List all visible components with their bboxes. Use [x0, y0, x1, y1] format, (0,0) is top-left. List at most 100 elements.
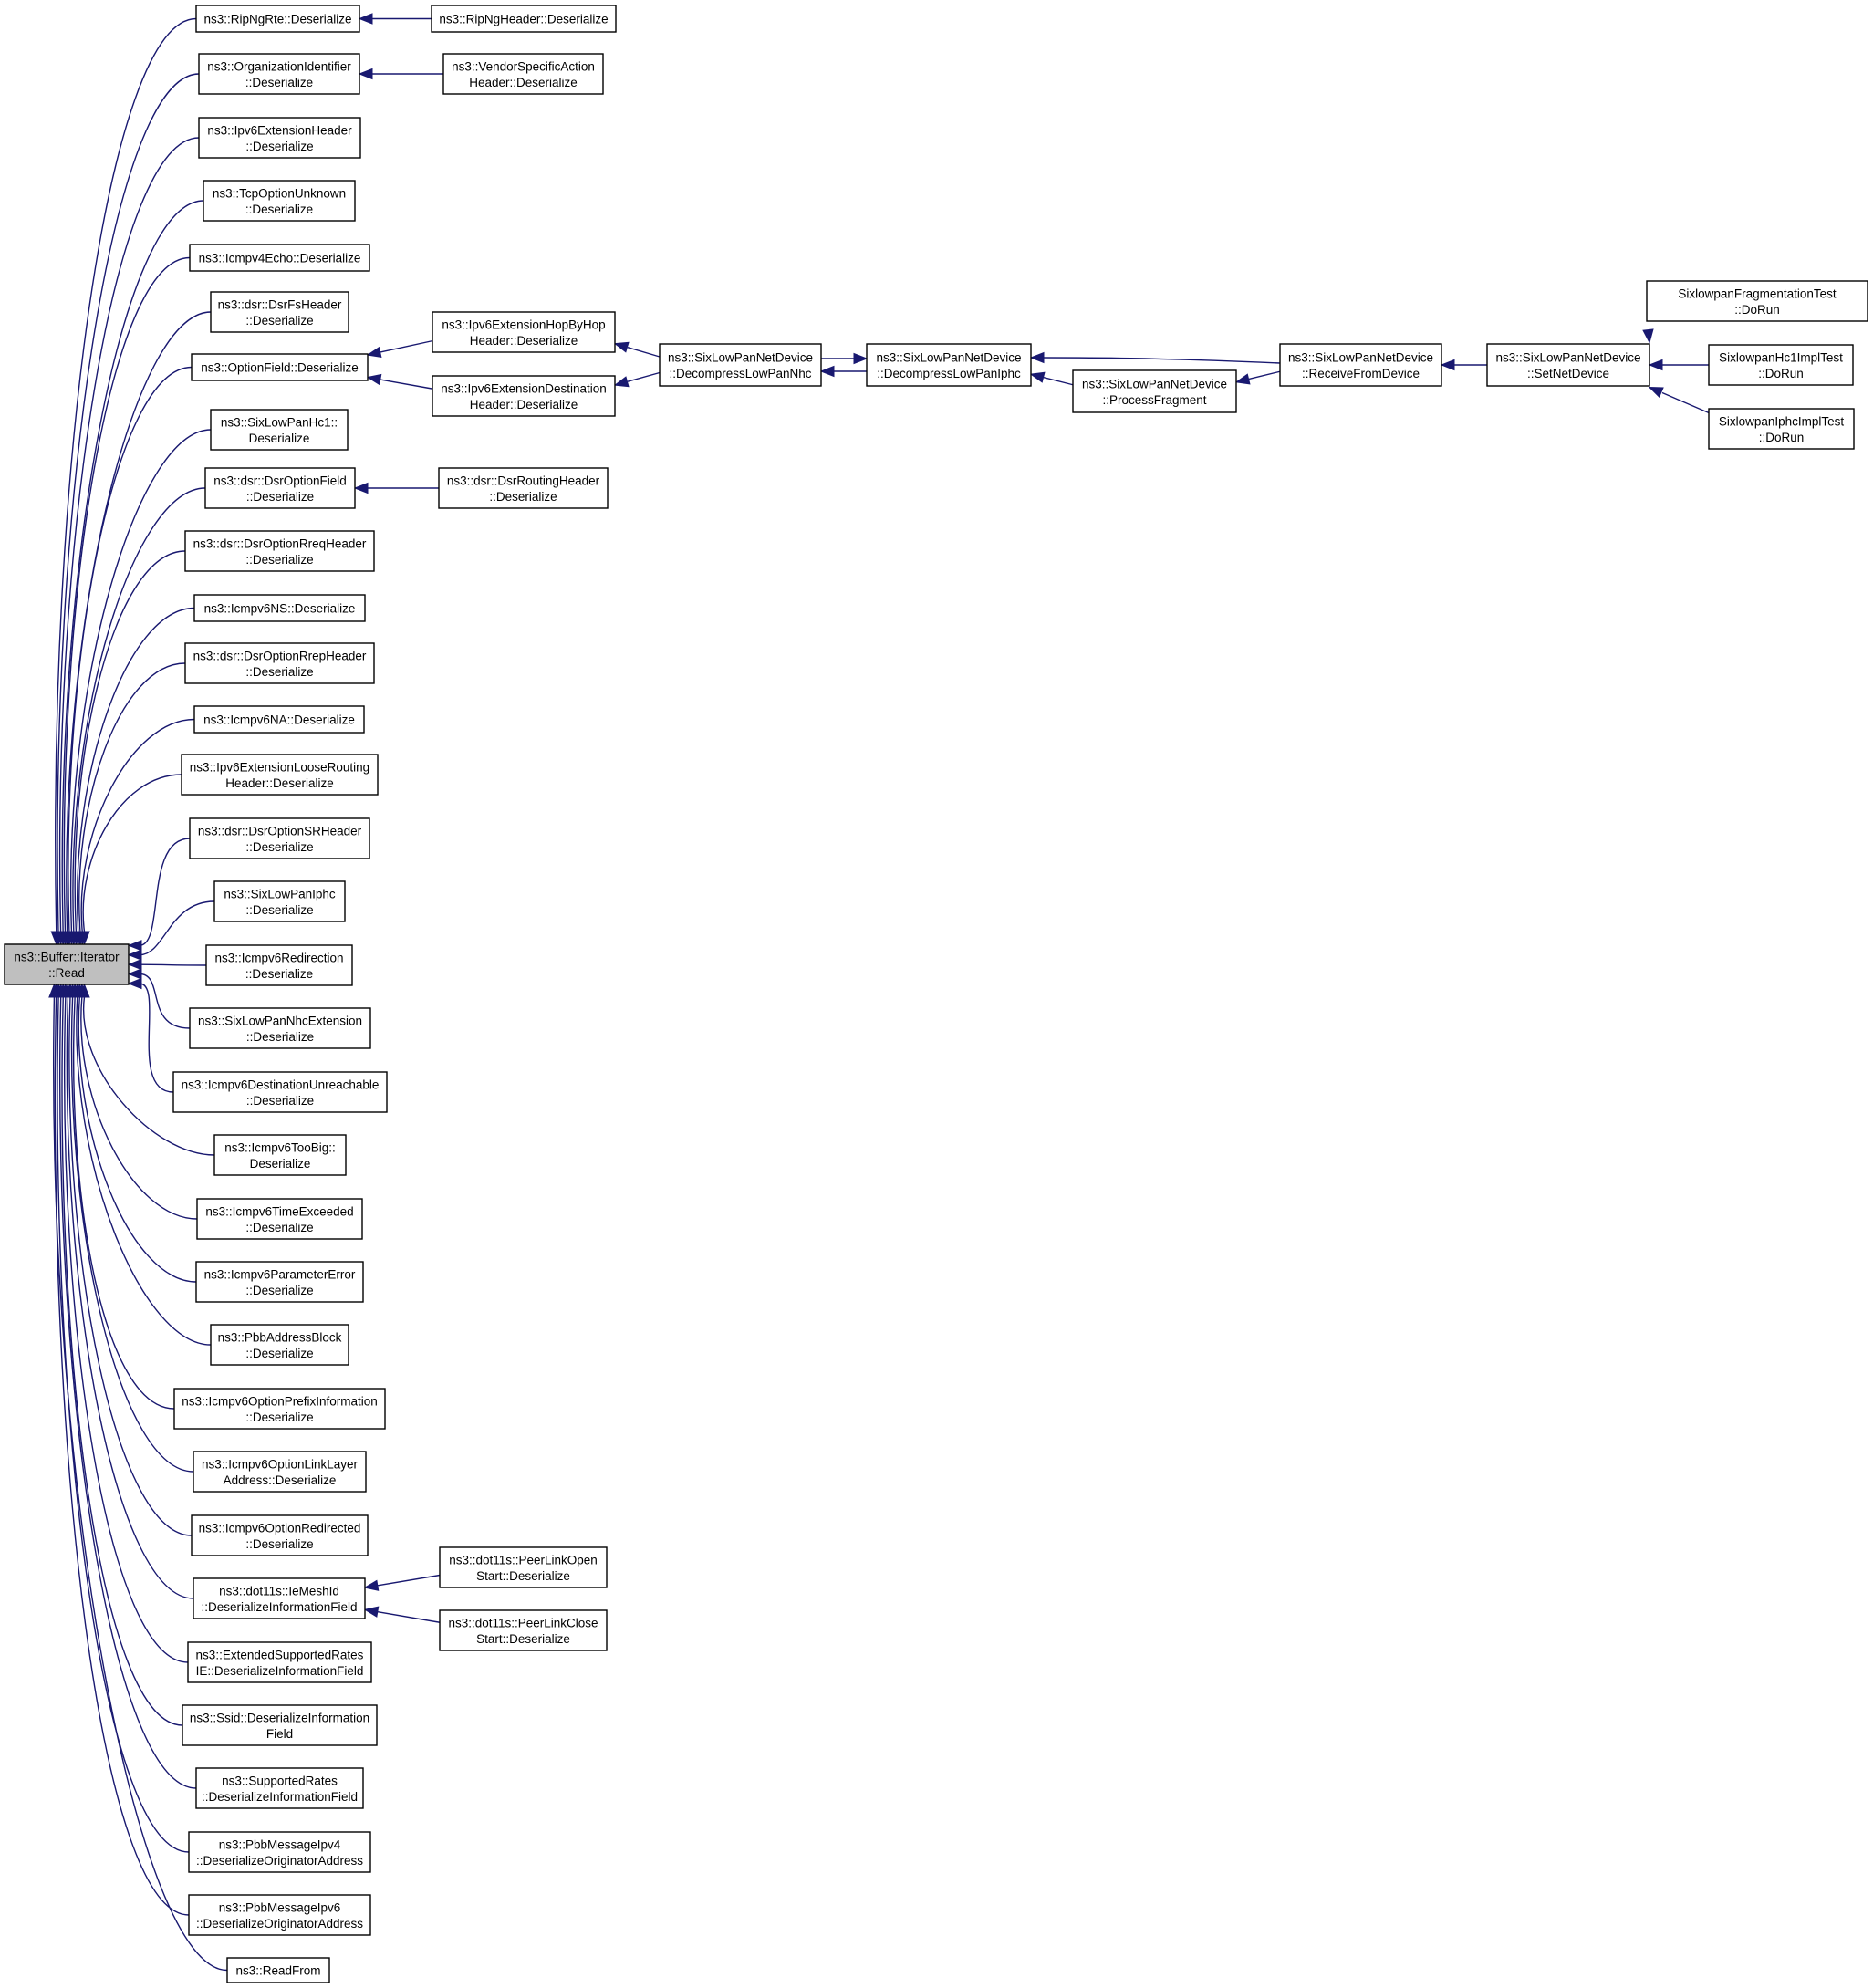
node-dsrsr[interactable]: ns3::dsr::DsrOptionSRHeader::Deserialize	[189, 817, 370, 859]
edge-ipv6exthdr-to-read	[58, 137, 200, 932]
node-icmpv4echo[interactable]: ns3::Icmpv4Echo::Deserialize	[189, 244, 370, 272]
node-peeropen[interactable]: ns3::dot11s::PeerLinkOpenStart::Deserial…	[439, 1546, 608, 1588]
node-pbbipv4[interactable]: ns3::PbbMessageIpv4::DeserializeOriginat…	[188, 1831, 371, 1873]
node-label-line: ::DeserializeInformationField	[201, 1600, 357, 1614]
edge-iphctest-to-setnetdev	[1661, 391, 1710, 414]
node-toobig[interactable]: ns3::Icmpv6TooBig::Deserialize	[213, 1134, 347, 1176]
node-dsrrrep[interactable]: ns3::dsr::DsrOptionRrepHeader::Deseriali…	[184, 642, 375, 684]
node-label-line: ns3::dsr::DsrOptionRreqHeader	[193, 536, 367, 550]
node-dsrfsheader[interactable]: ns3::dsr::DsrFsHeader::Deserialize	[210, 291, 349, 333]
node-decompnhc[interactable]: ns3::SixLowPanNetDevice::DecompressLowPa…	[659, 343, 822, 387]
node-box	[188, 1894, 371, 1936]
node-label-line: ns3::dot11s::IeMeshId	[219, 1584, 339, 1598]
node-label-line: ns3::Buffer::Iterator	[14, 950, 120, 963]
node-optionfield[interactable]: ns3::OptionField::Deserialize	[191, 353, 369, 381]
node-optredirected[interactable]: ns3::Icmpv6OptionRedirected::Deserialize	[191, 1514, 369, 1556]
node-label-line: ns3::VendorSpecificAction	[452, 59, 595, 73]
node-box	[193, 705, 365, 734]
edge-processfrag-to-decompiphc	[1043, 377, 1074, 386]
edge-recvfromdev-to-decompiphc	[1043, 357, 1281, 364]
node-icmpv6ns[interactable]: ns3::Icmpv6NS::Deserialize	[193, 594, 366, 622]
node-label-line: Deserialize	[250, 1157, 311, 1171]
node-label-line: ::Deserialize	[245, 967, 313, 981]
node-box	[195, 5, 360, 33]
node-pbbaddrblock[interactable]: ns3::PbbAddressBlock::Deserialize	[210, 1324, 349, 1366]
edge-ripngheader-to-ripngrte-arrowhead	[358, 13, 373, 25]
node-sixhc1[interactable]: ns3::SixLowPanHc1::Deserialize	[210, 409, 349, 451]
node-pbbipv6[interactable]: ns3::PbbMessageIpv6::DeserializeOriginat…	[188, 1894, 371, 1936]
node-label-line: ns3::Icmpv6NA::Deserialize	[203, 713, 355, 727]
node-timeexceeded[interactable]: ns3::Icmpv6TimeExceeded::Deserialize	[196, 1198, 363, 1240]
edge-recvfromdev-to-decompiphc-arrowhead	[1029, 351, 1045, 364]
node-box	[204, 467, 356, 509]
node-label-line: ::DeserializeOriginatorAddress	[196, 1917, 363, 1931]
node-label-line: ::Deserialize	[246, 1030, 314, 1044]
node-label-line: SixlowpanFragmentationTest	[1678, 286, 1837, 300]
edge-iemeshid-to-read	[66, 996, 194, 1599]
node-label-line: ns3::Icmpv6TooBig::	[224, 1140, 336, 1154]
node-sixiphc[interactable]: ns3::SixLowPanIphc::Deserialize	[213, 880, 346, 922]
node-label-line: ns3::Icmpv6TimeExceeded	[205, 1204, 353, 1218]
node-prefixinfo[interactable]: ns3::Icmpv6OptionPrefixInformation::Dese…	[173, 1388, 386, 1430]
node-label-line: ::ProcessFragment	[1102, 393, 1206, 407]
node-label-line: ns3::SupportedRates	[222, 1774, 338, 1787]
node-icmpv6redir[interactable]: ns3::Icmpv6Redirection::Deserialize	[205, 944, 353, 986]
edge-extrates-to-read	[63, 996, 189, 1663]
node-label-line: Start::Deserialize	[476, 1632, 570, 1646]
node-label-line: ::Deserialize	[245, 1537, 313, 1551]
node-fragtest[interactable]: SixlowpanFragmentationTest::DoRun	[1646, 280, 1868, 322]
node-ripngheader[interactable]: ns3::RipNgHeader::Deserialize	[431, 5, 617, 33]
node-dsrrreq[interactable]: ns3::dsr::DsrOptionRreqHeader::Deseriali…	[184, 530, 375, 572]
node-extrates[interactable]: ns3::ExtendedSupportedRatesIE::Deseriali…	[187, 1641, 372, 1683]
node-ripngrte[interactable]: ns3::RipNgRte::Deserialize	[195, 5, 360, 33]
node-readfrom[interactable]: ns3::ReadFrom	[226, 1957, 330, 1983]
node-label-line: Address::Deserialize	[224, 1473, 337, 1487]
edge-fragtest-to-setnetdev-arrowhead	[1642, 328, 1654, 344]
edge-dsroptfield-to-read	[72, 487, 206, 932]
node-dsrrouting[interactable]: ns3::dsr::DsrRoutingHeader::Deserialize	[438, 467, 609, 509]
node-ipv6exthdr[interactable]: ns3::Ipv6ExtensionHeader::Deserialize	[198, 117, 361, 159]
node-extdest[interactable]: ns3::Ipv6ExtensionDestinationHeader::Des…	[432, 375, 616, 417]
node-box	[203, 180, 356, 222]
node-label-line: Header::Deserialize	[469, 76, 578, 89]
edge-peeropen-to-iemeshid-arrowhead	[363, 1579, 380, 1591]
node-box	[193, 594, 366, 622]
node-nhcext[interactable]: ns3::SixLowPanNhcExtension::Deserialize	[189, 1007, 371, 1049]
node-recvfromdev[interactable]: ns3::SixLowPanNetDevice::ReceiveFromDevi…	[1279, 343, 1442, 387]
node-looserouting[interactable]: ns3::Ipv6ExtensionLooseRoutingHeader::De…	[181, 754, 379, 796]
node-box	[4, 943, 130, 985]
node-box	[213, 880, 346, 922]
node-label-line: ::DecompressLowPanIphc	[877, 367, 1021, 380]
node-decompiphc[interactable]: ns3::SixLowPanNetDevice::DecompressLowPa…	[866, 343, 1032, 387]
node-supprates[interactable]: ns3::SupportedRates::DeserializeInformat…	[195, 1767, 364, 1809]
node-vendoraction[interactable]: ns3::VendorSpecificActionHeader::Deseria…	[442, 53, 604, 95]
edge-orgid-to-read	[57, 73, 200, 932]
node-iphctest[interactable]: SixlowpanIphcImplTest::DoRun	[1708, 408, 1855, 450]
node-hc1test[interactable]: SixlowpanHc1ImplTest::DoRun	[1708, 344, 1854, 386]
node-label-line: ns3::ReadFrom	[235, 1964, 320, 1978]
node-label-line: ::Deserialize	[246, 490, 314, 504]
node-label-line: ns3::OrganizationIdentifier	[207, 59, 351, 73]
node-box	[191, 1514, 369, 1556]
node-paramerror[interactable]: ns3::Icmpv6ParameterError::Deserialize	[195, 1261, 364, 1303]
node-read[interactable]: ns3::Buffer::Iterator::Read	[4, 943, 130, 985]
node-destunreach[interactable]: ns3::Icmpv6DestinationUnreachable::Deser…	[172, 1071, 388, 1113]
node-processfrag[interactable]: ns3::SixLowPanNetDevice::ProcessFragment	[1072, 369, 1237, 413]
node-tcpoptunknown[interactable]: ns3::TcpOptionUnknown::Deserialize	[203, 180, 356, 222]
node-ssid[interactable]: ns3::Ssid::DeserializeInformationField	[182, 1704, 378, 1746]
node-setnetdev[interactable]: ns3::SixLowPanNetDevice::SetNetDevice	[1486, 343, 1650, 387]
edge-icmpv4echo-to-read	[63, 256, 191, 932]
node-label-line: ns3::Ssid::DeserializeInformation	[190, 1711, 369, 1724]
node-peerclose[interactable]: ns3::dot11s::PeerLinkCloseStart::Deseria…	[439, 1609, 608, 1651]
edge-nhcext-to-read	[139, 973, 191, 1029]
node-hopbyhop[interactable]: ns3::Ipv6ExtensionHopByHopHeader::Deseri…	[432, 311, 616, 353]
node-label-line: ns3::Icmpv6OptionPrefixInformation	[182, 1394, 378, 1408]
node-icmpv6na[interactable]: ns3::Icmpv6NA::Deserialize	[193, 705, 365, 734]
edge-ssid-to-read	[61, 996, 183, 1726]
node-label-line: ns3::SixLowPanNetDevice	[668, 350, 813, 364]
node-label-line: ns3::ExtendedSupportedRates	[196, 1648, 364, 1661]
node-iemeshid[interactable]: ns3::dot11s::IeMeshId::DeserializeInform…	[193, 1577, 366, 1619]
node-dsroptfield[interactable]: ns3::dsr::DsrOptionField::Deserialize	[204, 467, 356, 509]
node-orgid[interactable]: ns3::OrganizationIdentifier::Deserialize	[198, 53, 360, 95]
node-linklayer[interactable]: ns3::Icmpv6OptionLinkLayerAddress::Deser…	[193, 1451, 367, 1493]
